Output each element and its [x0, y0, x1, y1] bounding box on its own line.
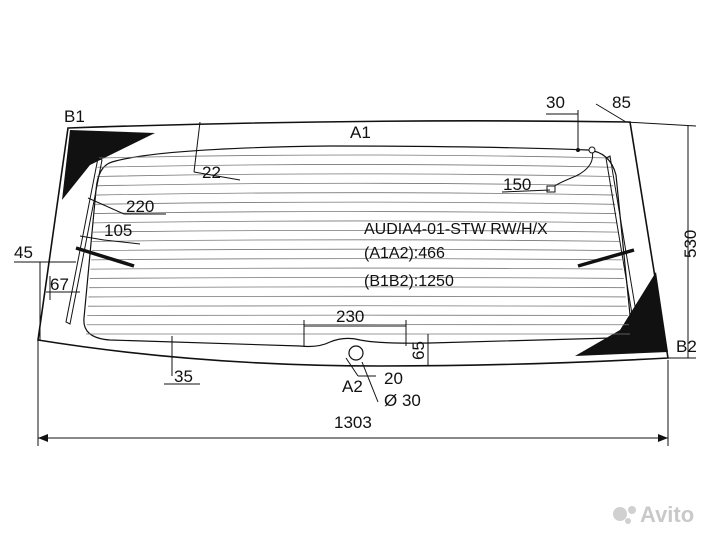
spec-a1a2: (A1A2):466: [364, 245, 445, 262]
heating-grid-line: [95, 192, 615, 196]
heating-grid-line: [88, 295, 626, 298]
heating-grid-line: [94, 201, 616, 205]
spec-b1b2: (B1B2):1250: [364, 273, 454, 290]
avito-logo-icon: [613, 507, 627, 521]
point-label-b1: B1: [64, 107, 85, 126]
watermark-text: Avito: [640, 502, 694, 527]
sensor-lead: [551, 149, 594, 189]
glass-outline: [37, 120, 669, 367]
heating-grid-line: [97, 154, 611, 159]
sensor-pad-1: [588, 146, 596, 154]
terminal-right: [577, 248, 635, 268]
heating-grid-line: [90, 267, 623, 270]
corner-shading-bottom-right: [575, 272, 668, 356]
heating-grid-line: [92, 229, 619, 233]
dim-85: 85: [612, 93, 631, 112]
heating-grid-line: [91, 258, 622, 261]
sensor-connector: [546, 185, 556, 193]
dim-530: 530: [681, 230, 700, 258]
heating-grid-line: [89, 277, 624, 279]
dim-45: 45: [14, 243, 33, 262]
heated-area-border: [83, 145, 631, 348]
heating-grid-line: [94, 211, 617, 214]
dim-35: 35: [174, 367, 193, 386]
busbar-left: [65, 157, 103, 325]
dim-30: 30: [546, 93, 565, 112]
dim-220: 220: [126, 197, 154, 216]
heating-grid-line: [93, 220, 618, 224]
point-label-a1: A1: [350, 123, 371, 142]
point-label-b2: B2: [676, 337, 697, 356]
busbar-right: [605, 155, 639, 327]
heating-grid-line: [92, 239, 620, 242]
heating-grid-line: [89, 286, 625, 289]
dim-67: 67: [50, 275, 69, 294]
dim-105: 105: [104, 221, 132, 240]
model-code: AUDIA4-01-STW RW/H/X: [364, 221, 548, 238]
dim-65: 65: [409, 341, 428, 360]
dim-22: 22: [202, 163, 221, 182]
wiper-hole: [348, 345, 364, 361]
dim-150: 150: [503, 175, 531, 194]
corner-shading-top-left: [62, 130, 155, 200]
heating-grid-line: [91, 248, 621, 252]
watermark: Avito: [613, 502, 694, 527]
heating-grid-line: [96, 182, 614, 187]
heating-grid-line: [97, 164, 612, 168]
heating-grid-line: [96, 173, 613, 177]
dim-230: 230: [336, 307, 364, 326]
dim-hole-diameter: Ø 30: [384, 391, 421, 410]
point-label-a2: A2: [342, 377, 363, 396]
terminal-left: [75, 246, 135, 268]
heating-grid: [86, 154, 630, 335]
dim-1303: 1303: [334, 413, 372, 432]
dim-20: 20: [384, 369, 403, 388]
